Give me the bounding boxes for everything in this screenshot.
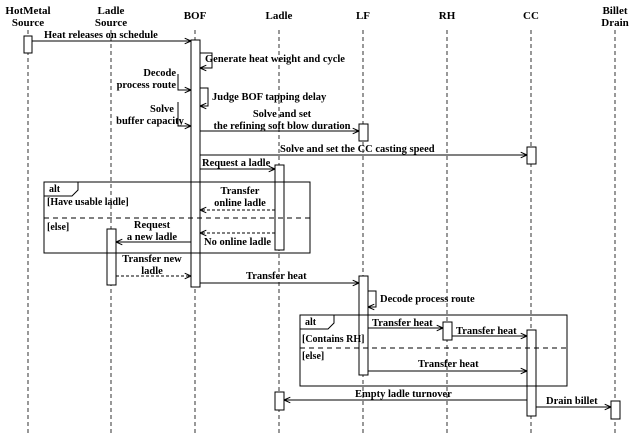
message-request-ladle: Request a ladle <box>202 158 271 169</box>
activation-rh <box>442 321 453 341</box>
message-judge-delay: Judge BOF tapping delay <box>212 92 327 103</box>
participant-billet-drain: Billet Drain <box>601 5 629 29</box>
participant-ladle-source-line2: Source <box>95 17 127 29</box>
message-transfer-online-line2: online ladle <box>214 198 266 209</box>
message-empty-turnover: Empty ladle turnover <box>355 389 452 400</box>
message-solve-soft-blow-line2: the refining soft blow duration <box>214 121 351 132</box>
participant-hotmetal-line2: Source <box>12 17 44 29</box>
alt-fragment-2-tag: alt <box>305 317 317 328</box>
message-solve-buffer-line2: buffer capacity <box>116 116 185 127</box>
activation-lf-2 <box>358 275 369 376</box>
participant-billet-line2: Drain <box>601 17 629 29</box>
message-transfer-heat-lf: Transfer heat <box>246 271 307 282</box>
message-request-new-line1: Request <box>134 220 171 231</box>
message-decode-route-line1: Decode <box>143 68 176 79</box>
message-transfer-new-line2: ladle <box>141 266 163 277</box>
participant-rh: RH <box>439 10 456 22</box>
message-solve-buffer-arrow <box>177 102 191 126</box>
participant-ladle-source: Ladle Source <box>95 5 127 29</box>
activation-bof <box>190 39 201 288</box>
activation-ladle-source <box>106 228 117 286</box>
alt-fragment-2 <box>299 314 568 387</box>
message-generate-heat-arrow <box>200 52 213 68</box>
message-transfer-heat-rh: Transfer heat <box>372 318 433 329</box>
message-transfer-heat-cc1: Transfer heat <box>456 326 517 337</box>
alt-fragment-2-guard-1: [Contains RH] <box>302 334 365 345</box>
alt-fragment-1-tag-box <box>43 181 79 197</box>
activation-hotmetal <box>23 35 33 54</box>
message-decode-route-arrow <box>177 74 191 90</box>
message-drain-billet: Drain billet <box>546 396 598 407</box>
activation-cc-1 <box>526 146 537 165</box>
message-generate-heat: Generate heat weight and cycle <box>205 54 345 65</box>
message-transfer-online-line1: Transfer <box>221 186 260 197</box>
alt-fragment-1-tag: alt <box>49 184 61 195</box>
alt-fragment-2-tag-box <box>299 314 335 330</box>
participant-billet-line1: Billet <box>602 5 627 17</box>
alt-fragment-2-guard-2: [else] <box>302 351 324 362</box>
message-request-new-line2: a new ladle <box>127 232 178 243</box>
message-solve-buffer-line1: Solve <box>150 104 174 115</box>
participant-cc: CC <box>523 10 539 22</box>
activation-ladle-2 <box>274 391 285 411</box>
participant-ladle: Ladle <box>266 10 293 22</box>
message-solve-soft-blow-line1: Solve and set <box>253 109 312 120</box>
message-no-online: No online ladle <box>204 237 271 248</box>
message-solve-cc-speed: Solve and set the CC casting speed <box>280 144 435 155</box>
participant-hotmetal-source: HotMetal Source <box>5 5 50 29</box>
participant-hotmetal-line1: HotMetal <box>5 5 50 17</box>
participant-lf: LF <box>356 10 370 22</box>
alt-fragment-1-guard-1: [Have usable ladle] <box>47 197 129 208</box>
activation-ladle-1 <box>274 164 285 251</box>
message-judge-delay-arrow <box>200 87 209 106</box>
activation-cc-2 <box>526 329 537 417</box>
participant-ladle-source-line1: Ladle <box>98 5 125 17</box>
alt-fragment-1-guard-2: [else] <box>47 222 69 233</box>
activation-billet <box>610 400 621 420</box>
participant-bof: BOF <box>184 10 207 22</box>
message-transfer-new-line1: Transfer new <box>122 254 182 265</box>
message-heat-releases: Heat releases on schedule <box>44 30 158 41</box>
message-transfer-heat-cc2: Transfer heat <box>418 359 479 370</box>
message-decode-route-line2: process route <box>117 80 177 91</box>
message-decode-route-lf-arrow <box>368 290 377 307</box>
activation-lf-1 <box>358 123 369 142</box>
message-decode-route-lf: Decode process route <box>380 294 475 305</box>
